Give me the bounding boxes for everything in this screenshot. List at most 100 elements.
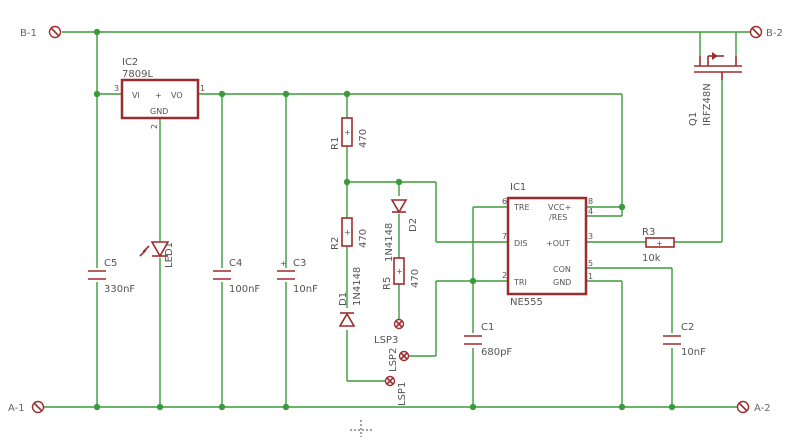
terminal-a1-label: A-1: [8, 403, 25, 414]
ic2-gnd-label: GND: [150, 107, 168, 116]
ic1-res-label: /RES: [549, 213, 567, 222]
ic2-vi-label: VI: [132, 91, 140, 100]
capacitor-c1[interactable]: C1 680pF: [464, 322, 512, 358]
ic2-regulator[interactable]: IC2 7809L VI + VO GND 3 1 2: [114, 57, 205, 129]
ic1-vcc-label: VCC+: [548, 203, 571, 212]
r2-value: 470: [358, 229, 369, 248]
r1-name: R1: [330, 137, 341, 150]
capacitor-c3[interactable]: + C3 10nF: [277, 258, 318, 295]
junction-dot: [668, 403, 676, 411]
r2-name: R2: [330, 237, 341, 250]
ic2-pin-in: 3: [114, 84, 119, 93]
diode-d2[interactable]: D2 1N4148: [384, 199, 419, 262]
terminal-a1[interactable]: A-1: [8, 400, 45, 415]
junction-dot: [93, 28, 101, 36]
c4-value: 100nF: [229, 284, 260, 295]
c1-value: 680pF: [481, 347, 512, 358]
c3-value: 10nF: [293, 284, 318, 295]
r3-name: R3: [642, 227, 655, 238]
capacitor-c2[interactable]: C2 10nF: [663, 322, 706, 358]
lsp2-name: LSP2: [388, 348, 399, 372]
r5-plus: +: [396, 267, 403, 276]
pad-lsp3[interactable]: LSP3: [374, 318, 405, 347]
ic1-pin-6: 6: [502, 197, 507, 206]
r3-plus: +: [656, 239, 663, 248]
d2-name: D2: [408, 218, 419, 232]
junction-dot: [282, 90, 290, 98]
d1-name: D1: [338, 292, 349, 306]
junction-dot: [343, 90, 351, 98]
r1-value: 470: [358, 129, 369, 148]
junction-dot: [395, 178, 403, 186]
ic1-name: IC1: [510, 182, 526, 193]
ic1-gnd-label: GND: [553, 278, 571, 287]
lsp3-name: LSP3: [374, 335, 398, 346]
q1-name: Q1: [688, 112, 699, 126]
resistor-r2[interactable]: + R2 470: [330, 217, 369, 250]
d2-value: 1N4148: [384, 223, 395, 262]
origin-cross-icon: [350, 420, 372, 437]
pad-lsp1[interactable]: LSP1: [384, 375, 409, 407]
terminal-b2-label: B-2: [766, 28, 783, 39]
capacitor-c5[interactable]: C5 330nF: [88, 258, 135, 295]
junction-dot: [93, 90, 101, 98]
c5-name: C5: [104, 258, 117, 269]
r5-value: 470: [410, 269, 421, 288]
c2-name: C2: [681, 322, 694, 333]
junction-dot: [218, 90, 226, 98]
ic1-pin-4: 4: [588, 207, 593, 216]
r5-name: R5: [382, 277, 393, 290]
ic1-tre-label: TRE: [513, 203, 530, 212]
junction-dot: [343, 178, 351, 186]
q1-value: IRFZ48N: [702, 83, 713, 126]
junction-dot: [282, 403, 290, 411]
c3-plus: +: [280, 259, 287, 268]
terminal-a2[interactable]: A-2: [736, 400, 771, 415]
wires: [44, 31, 750, 408]
ic2-name: IC2: [122, 57, 138, 68]
junctions: [93, 28, 676, 411]
pad-lsp2[interactable]: LSP2: [388, 348, 410, 372]
ic1-value: NE555: [510, 297, 543, 308]
ic2-pin-out: 1: [200, 84, 205, 93]
lsp1-name: LSP1: [397, 382, 408, 406]
resistor-r3[interactable]: + R3 10k: [642, 227, 675, 264]
c3-name: C3: [293, 258, 306, 269]
capacitor-c4[interactable]: C4 100nF: [213, 258, 260, 295]
terminal-b2[interactable]: B-2: [749, 25, 783, 40]
led1[interactable]: LED1: [139, 241, 175, 268]
ic1-pin-7: 7: [502, 232, 507, 241]
c4-name: C4: [229, 258, 242, 269]
ic1-out-label: +OUT: [546, 239, 570, 248]
junction-dot: [218, 403, 226, 411]
d1-value: 1N4148: [352, 267, 363, 306]
ic1-pin-8: 8: [588, 197, 593, 206]
junction-dot: [469, 403, 477, 411]
c5-value: 330nF: [104, 284, 135, 295]
junction-dot: [618, 403, 626, 411]
resistor-r5[interactable]: + R5 470: [382, 257, 421, 290]
junction-dot: [618, 203, 626, 211]
ic1-pin-2: 2: [502, 271, 507, 280]
terminal-b1[interactable]: B-1: [20, 25, 62, 40]
ic2-vo-label: VO: [171, 91, 183, 100]
r2-plus: +: [344, 228, 351, 237]
ic1-pin-1: 1: [588, 272, 593, 281]
c2-value: 10nF: [681, 347, 706, 358]
junction-dot: [156, 403, 164, 411]
ic1-pin-3: 3: [588, 232, 593, 241]
resistor-r1[interactable]: + R1 470: [330, 117, 369, 150]
ic1-pin-5: 5: [588, 259, 593, 268]
terminal-a2-label: A-2: [754, 403, 771, 414]
ic2-pin-gnd: 2: [150, 124, 159, 129]
ic1-con-label: CON: [553, 265, 571, 274]
r3-value: 10k: [642, 253, 661, 264]
ic1-ne555[interactable]: IC1 NE555 TRE VCC+ /RES DIS +OUT TRI CON…: [502, 182, 593, 308]
diode-d1[interactable]: D1 1N4148: [338, 267, 363, 327]
mosfet-q1[interactable]: Q1 IRFZ48N: [688, 52, 742, 126]
junction-dot: [93, 403, 101, 411]
led1-name: LED1: [164, 242, 175, 268]
r1-plus: +: [344, 128, 351, 137]
junction-dot: [469, 277, 477, 285]
